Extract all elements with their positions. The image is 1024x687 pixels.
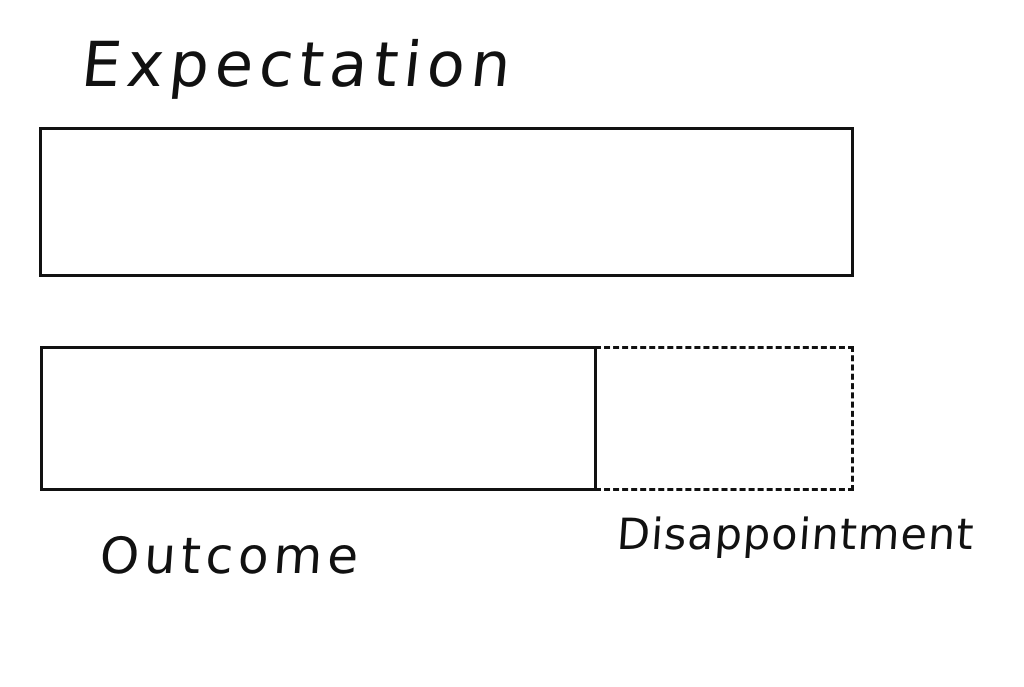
disappointment-gap-bar bbox=[595, 346, 854, 491]
outcome-label: Outcome bbox=[97, 527, 366, 585]
expectation-label: Expectation bbox=[78, 28, 521, 101]
expectation-bar bbox=[39, 127, 854, 277]
disappointment-label: Disappointment bbox=[615, 510, 976, 560]
outcome-bar bbox=[40, 346, 597, 491]
